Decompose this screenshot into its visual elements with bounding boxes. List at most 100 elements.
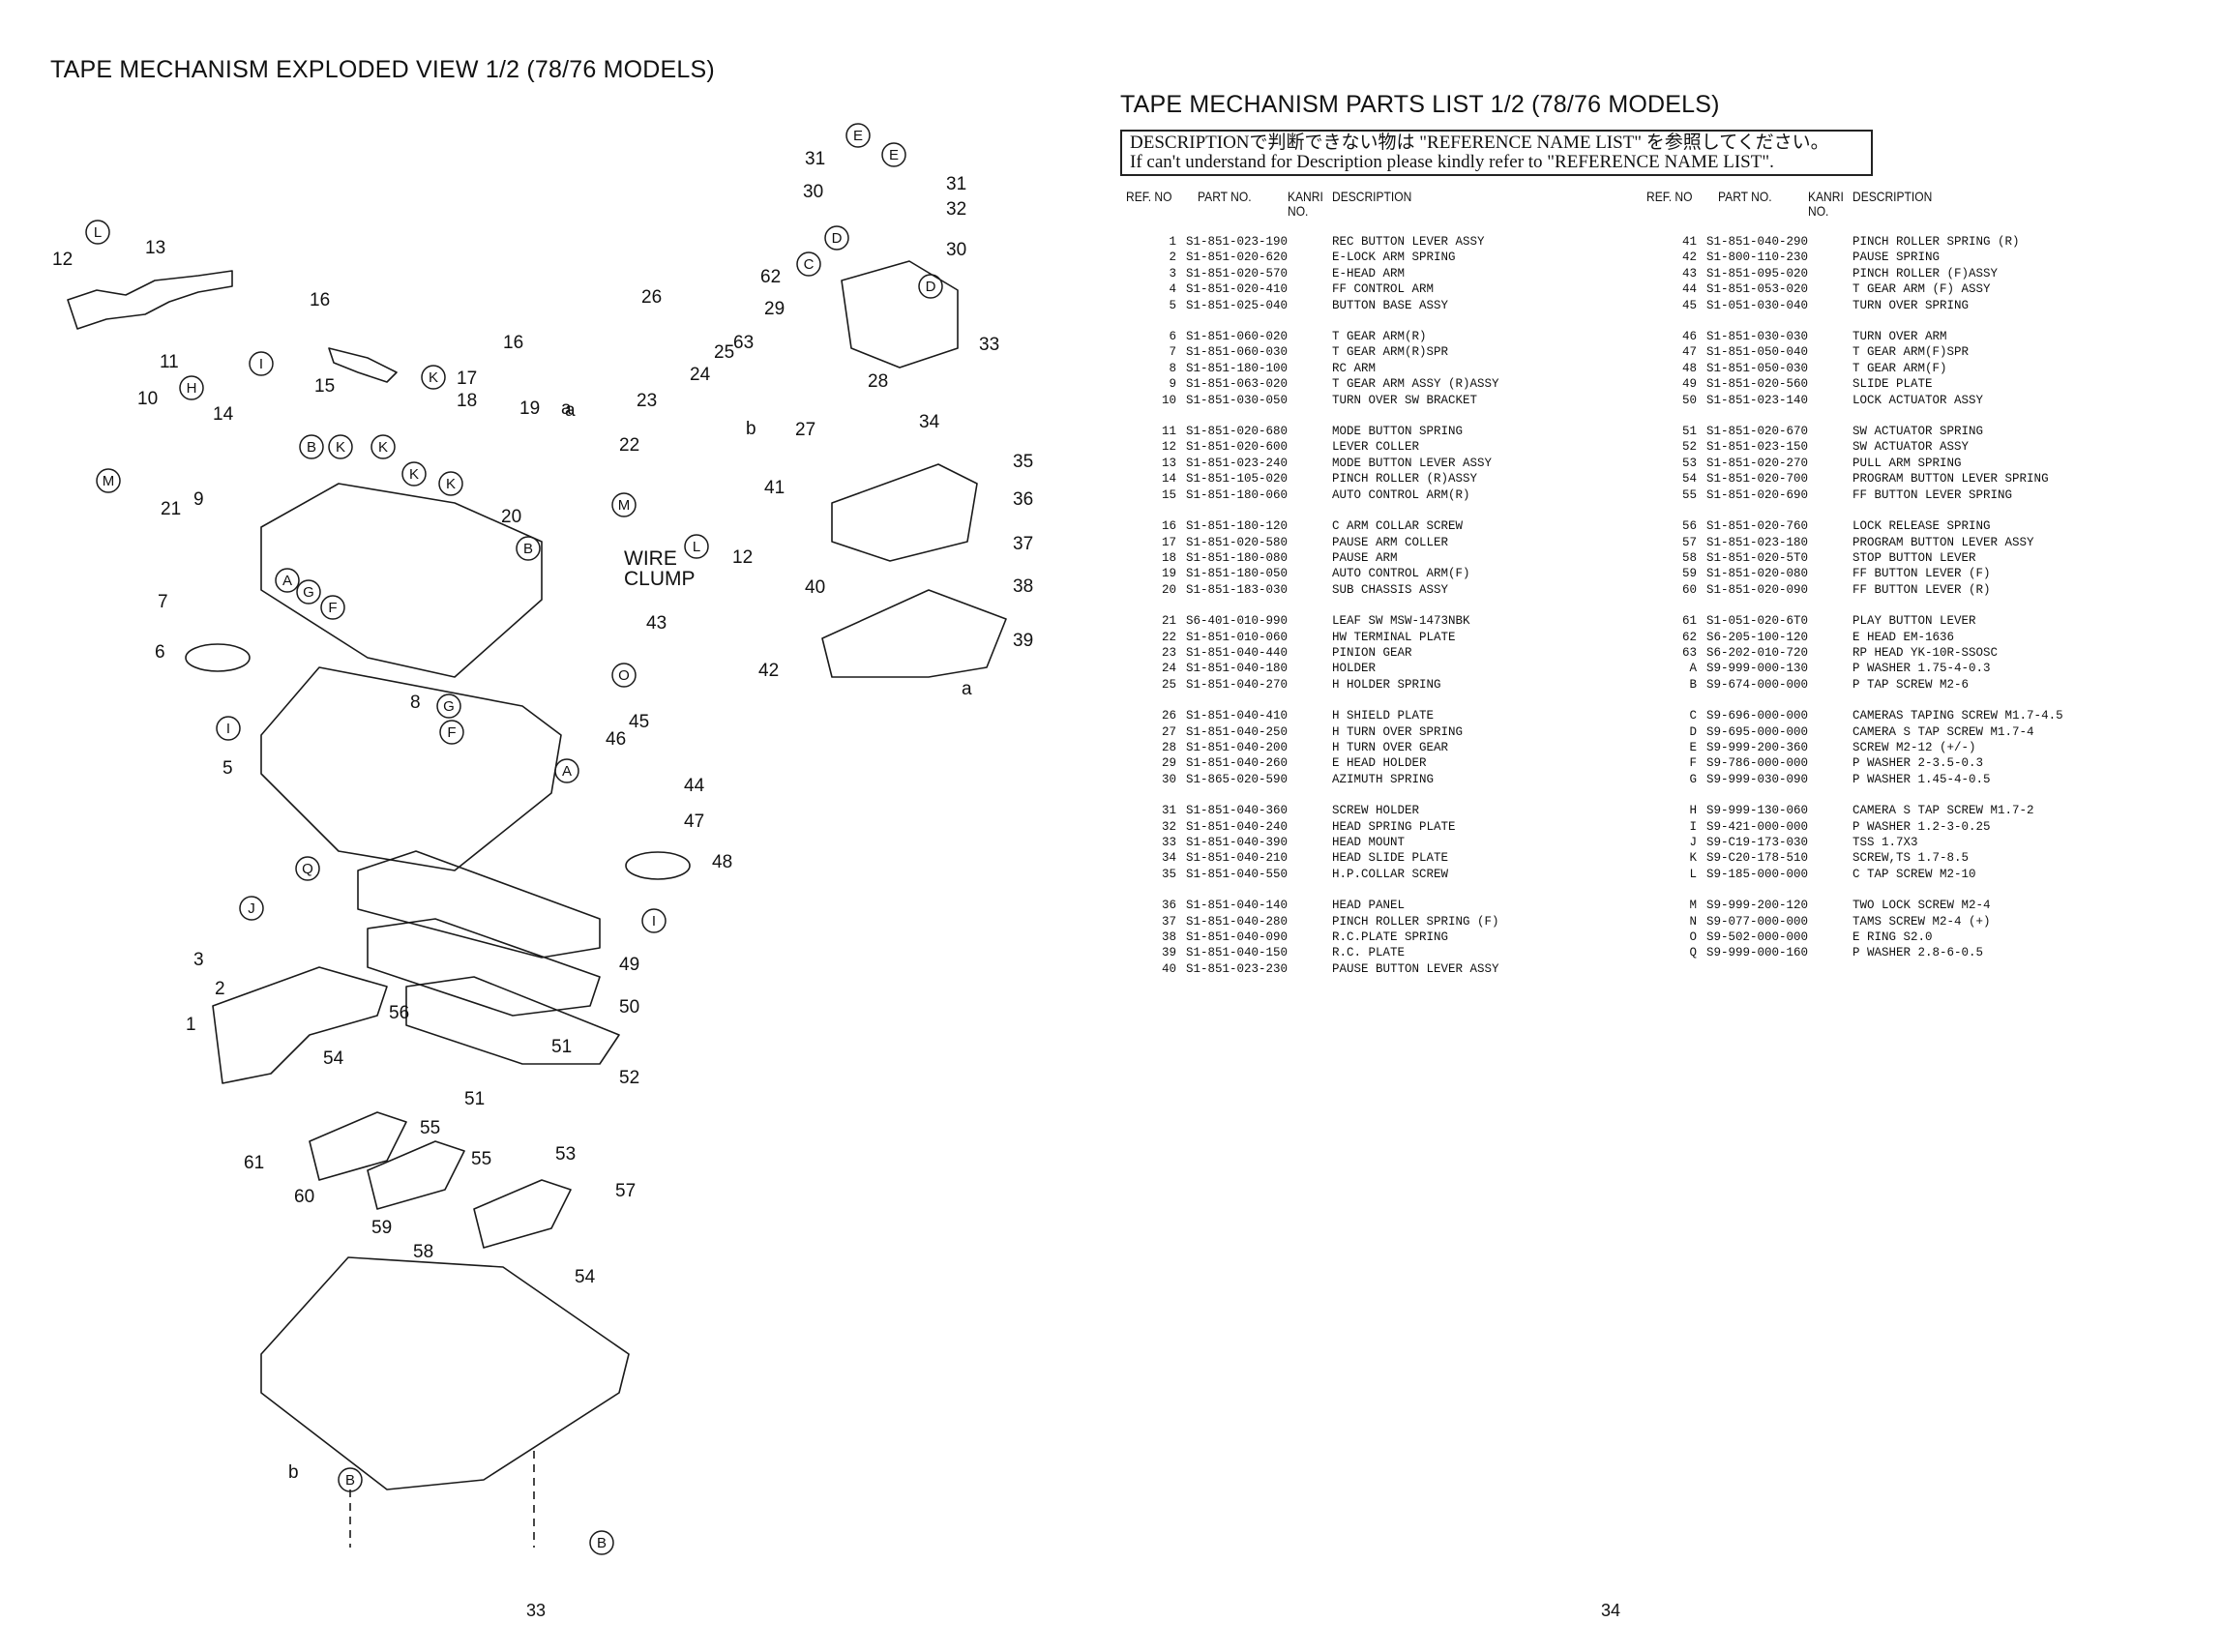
kanri-no-cell	[1288, 630, 1332, 645]
description-cell: FF CONTROL ARM	[1332, 282, 1435, 297]
page-number-right: 34	[1601, 1601, 1621, 1620]
description-cell: H TURN OVER GEAR	[1332, 740, 1449, 754]
kanri-no-cell	[1808, 914, 1852, 929]
description-cell: R.C. PLATE	[1332, 946, 1406, 960]
part-no-cell: S1-851-040-250	[1186, 724, 1289, 739]
part-no-cell: S1-851-020-570	[1186, 266, 1289, 280]
ref-no-cell: 7	[1169, 345, 1176, 360]
kanri-no-cell	[1288, 535, 1332, 550]
ref-no-cell: 28	[1161, 740, 1176, 754]
part-no-cell: S1-851-060-030	[1186, 345, 1289, 360]
ref-no-cell: 55	[1681, 487, 1697, 502]
callout-label: 41	[764, 478, 785, 498]
description-cell: E HEAD EM-1636	[1852, 630, 1955, 644]
kanri-no-cell	[1288, 487, 1332, 503]
callout-label: 16	[503, 333, 523, 353]
part-no-cell: S1-851-040-200	[1186, 740, 1289, 754]
part-no-cell: S9-421-000-000	[1706, 819, 1809, 834]
callout-label: 2	[215, 979, 225, 999]
callout-label: 10	[137, 389, 158, 409]
sw-actuator-shape	[405, 976, 620, 1065]
part-no-cell: S1-851-040-090	[1186, 930, 1289, 945]
part-no-cell: S1-865-020-590	[1186, 772, 1289, 786]
gear-48-shape	[625, 851, 691, 880]
rec-lever-shape	[212, 966, 388, 1084]
kanri-no-cell	[1288, 772, 1332, 787]
ref-no-cell: 1	[1169, 235, 1176, 249]
ref-no-cell: 36	[1161, 899, 1176, 913]
kanri-no-cell	[1288, 582, 1332, 598]
part-no-cell: S9-999-000-130	[1706, 662, 1809, 676]
part-no-cell: S1-851-023-180	[1706, 535, 1809, 549]
part-no-cell: S1-851-023-190	[1186, 235, 1289, 249]
ref-no-cell: 42	[1681, 251, 1697, 265]
ref-no-cell: 29	[1161, 756, 1176, 771]
callout-label: 28	[868, 371, 888, 392]
ref-no-cell: 58	[1681, 550, 1697, 565]
circled-callout-letter: K	[446, 476, 456, 492]
notice-line-english: If can't understand for Description plea…	[1130, 152, 1774, 172]
callout-label: 49	[619, 955, 639, 975]
ref-no-cell: 60	[1681, 582, 1697, 597]
kanri-no-cell	[1288, 929, 1332, 945]
kanri-no-cell	[1288, 867, 1332, 882]
kanri-no-cell	[1288, 456, 1332, 471]
description-cell: CAMERA S TAP SCREW M1.7-2	[1852, 804, 2034, 818]
circled-callout-letter: G	[303, 584, 314, 601]
kanri-no-cell	[1288, 755, 1332, 771]
description-cell: R.C.PLATE SPRING	[1332, 930, 1449, 945]
part-no-cell: S9-999-030-090	[1706, 772, 1809, 786]
callout-label: 24	[690, 365, 711, 385]
ref-no-cell: 5	[1169, 298, 1176, 312]
callout-label: 55	[471, 1149, 491, 1169]
callout-label: 37	[1013, 534, 1033, 554]
part-no-cell: S1-851-050-040	[1706, 345, 1809, 360]
callout-label: 18	[457, 391, 477, 411]
circled-callout-letters: L M H I B K K K K K A G F I G F B M L O …	[94, 128, 936, 1551]
part-no-cell: S1-851-040-290	[1706, 235, 1809, 249]
ref-no-cell: M	[1689, 899, 1697, 913]
ff-lever-shape	[309, 1111, 407, 1181]
callout-label: 30	[803, 182, 823, 202]
kanri-no-cell	[1808, 677, 1852, 693]
circled-callout-letter: K	[336, 439, 345, 456]
kanri-no-cell	[1288, 945, 1332, 960]
description-cell: STOP BUTTON LEVER	[1852, 550, 1976, 565]
description-cell: FF BUTTON LEVER (F)	[1852, 567, 1991, 581]
description-cell: RC ARM	[1332, 361, 1377, 375]
kanri-no-cell	[1288, 914, 1332, 929]
page-number-left: 33	[526, 1601, 547, 1620]
ref-no-cell: 23	[1161, 645, 1176, 660]
callout-label: 32	[946, 199, 966, 220]
ref-no-cell: I	[1689, 819, 1697, 834]
kanri-no-cell	[1808, 630, 1852, 645]
callout-label: 13	[145, 238, 165, 258]
ref-no-cell: 24	[1161, 662, 1176, 676]
ref-no-cell: 49	[1681, 377, 1697, 392]
main-chassis-shape	[260, 1256, 630, 1490]
ref-no-cell: 2	[1169, 251, 1176, 265]
part-no-cell: S9-695-000-000	[1706, 724, 1809, 739]
kanri-no-cell	[1808, 740, 1852, 755]
part-no-cell: S1-851-060-020	[1186, 330, 1289, 344]
part-no-cell: S1-851-020-410	[1186, 282, 1289, 297]
part-no-cell: S1-851-040-140	[1186, 899, 1289, 913]
